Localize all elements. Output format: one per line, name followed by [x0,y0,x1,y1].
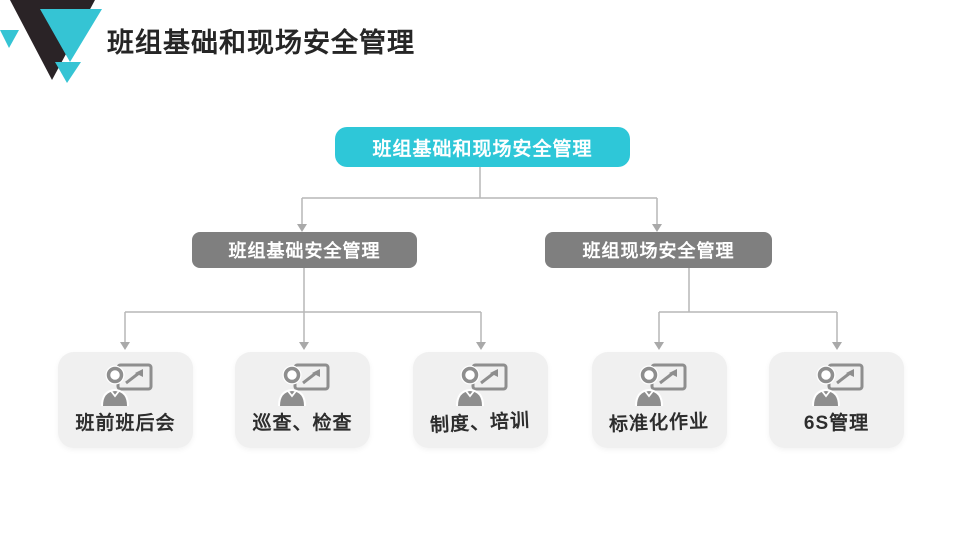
leaf-card-rules-training: 制度、培训 [413,352,548,448]
org-node-site-management: 班组现场安全管理 [545,232,772,268]
org-node-basic-management: 班组基础安全管理 [192,232,417,268]
presenter-board-icon [634,363,686,406]
leaf-label: 巡查、检查 [252,413,353,434]
slide-title: 班组基础和现场安全管理 [107,28,415,58]
leaf-card-6s-management: 6S管理 [769,352,904,448]
leaf-card-patrol-inspection: 巡查、检查 [235,352,370,448]
org-node-root: 班组基础和现场安全管理 [335,127,630,167]
leaf-label: 班前班后会 [75,413,176,434]
triangles-logo-icon [0,0,102,83]
presenter-board-icon [811,363,863,406]
leaf-label: 制度、培训 [430,410,532,437]
presenter-board-icon [277,363,329,406]
leaf-label: 标准化作业 [609,411,710,436]
presenter-board-icon [455,363,507,406]
leaf-label: 6S管理 [803,413,870,434]
leaf-card-standardized-operation: 标准化作业 [592,352,727,448]
presenter-board-icon [100,363,152,406]
leaf-card-pre-post-shift-meeting: 班前班后会 [58,352,193,448]
